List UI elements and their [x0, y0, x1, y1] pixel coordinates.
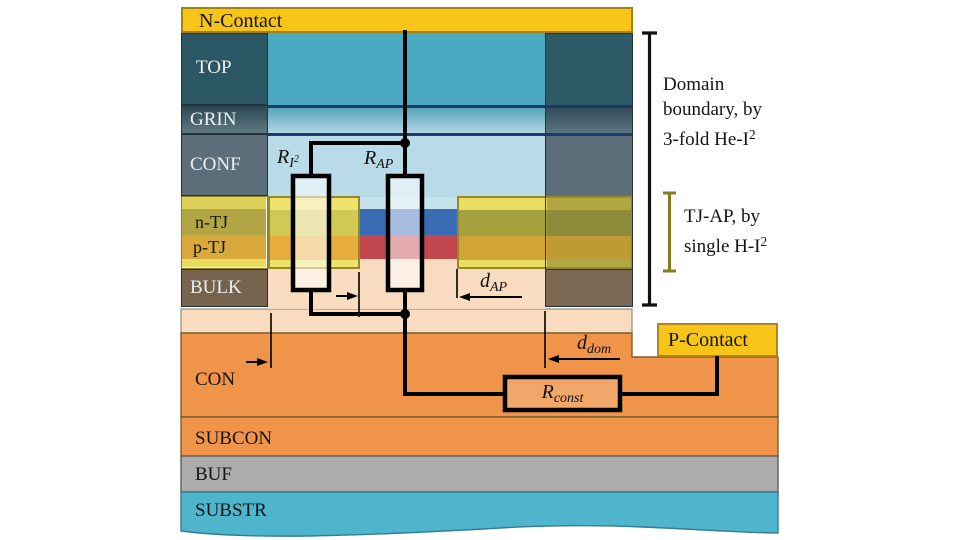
grin-bottom-line	[268, 133, 633, 136]
n-contact-bar	[181, 7, 633, 33]
p-tj-label-band	[182, 235, 266, 259]
implant-column-strip-top	[547, 198, 631, 210]
junction-dot-top	[400, 138, 410, 148]
r-implant-label: RI2	[277, 146, 299, 172]
domain-annotation-line2: boundary, by	[663, 99, 763, 120]
domain-boundary-bracket	[642, 31, 657, 307]
top-region-implanted-column	[545, 33, 633, 105]
tj-label-strip-top	[182, 197, 266, 209]
implant-column-p-band	[547, 236, 631, 260]
tj-label-box	[181, 196, 268, 269]
wire-r-const-to-p-contact	[618, 356, 719, 396]
buf-layer	[180, 455, 779, 493]
buf-label: BUF	[195, 464, 232, 485]
arrow-con-head	[257, 358, 268, 366]
resistor-r-ap	[385, 173, 425, 293]
p-tj-label: p-TJ	[193, 237, 226, 257]
implant-right-n-band	[459, 210, 547, 236]
implant-column-n-band	[547, 210, 631, 236]
substr-label: SUBSTR	[195, 500, 267, 521]
r-const-label: Rconst	[541, 381, 584, 407]
d-dom-label: ddom	[577, 332, 612, 358]
arrow-d-ap-head	[459, 293, 470, 301]
tj-label-strip-bottom	[182, 259, 266, 267]
n-tj-label-band	[182, 209, 266, 235]
wire-r-ap-to-r-const	[403, 290, 507, 396]
implant-column-strip-bottom	[547, 260, 631, 267]
grin-label-box	[181, 105, 268, 134]
r-ap-label: RAP	[364, 147, 394, 173]
grin-region-implanted-column	[545, 108, 633, 133]
resistor-r-implant	[290, 173, 332, 293]
subcon-label: SUBCON	[195, 428, 273, 449]
implant-right-p-band	[459, 236, 547, 260]
junction-dot-bottom	[400, 309, 410, 319]
wire-r-implant-bottom	[309, 290, 405, 316]
resistor-r-const	[502, 374, 623, 413]
tj-ap-bracket	[663, 191, 676, 273]
con-label: CON	[195, 369, 236, 390]
domain-boundary-annotation: Domain boundary, by 3-fold He-I2	[663, 72, 762, 152]
domain-annotation-line1: Domain	[663, 74, 725, 95]
conf-label-box	[181, 134, 268, 196]
n-contact-label: N-Contact	[199, 10, 283, 32]
grin-label: GRIN	[190, 109, 237, 130]
conf-label: CONF	[190, 154, 241, 175]
bulk-label: BULK	[190, 277, 242, 298]
grin-top-line	[268, 105, 633, 108]
arrow-d-dom-head	[548, 355, 559, 363]
wire-to-r-implant	[309, 141, 405, 176]
domain-annotation-line3: 3-fold He-I2	[663, 127, 756, 150]
implant-right-strip-top	[459, 198, 547, 210]
arrow-aperture-left-head	[347, 292, 358, 300]
top-label-box	[181, 33, 268, 105]
top-label: TOP	[196, 57, 232, 78]
conf-region-implanted-column	[545, 136, 633, 197]
tj-ap-annotation: TJ-AP, by single H-I2	[684, 204, 767, 259]
d-ap-label: dAP	[480, 270, 508, 296]
tj-ap-annotation-line2: single H-I2	[684, 234, 768, 257]
bulk-label-box	[181, 269, 268, 307]
substr-layer	[180, 491, 779, 537]
tj-ap-annotation-line1: TJ-AP, by	[684, 206, 761, 227]
p-contact-label: P-Contact	[668, 329, 748, 351]
implant-right-strip-bottom	[459, 260, 547, 267]
n-tj-label: n-TJ	[195, 212, 228, 232]
